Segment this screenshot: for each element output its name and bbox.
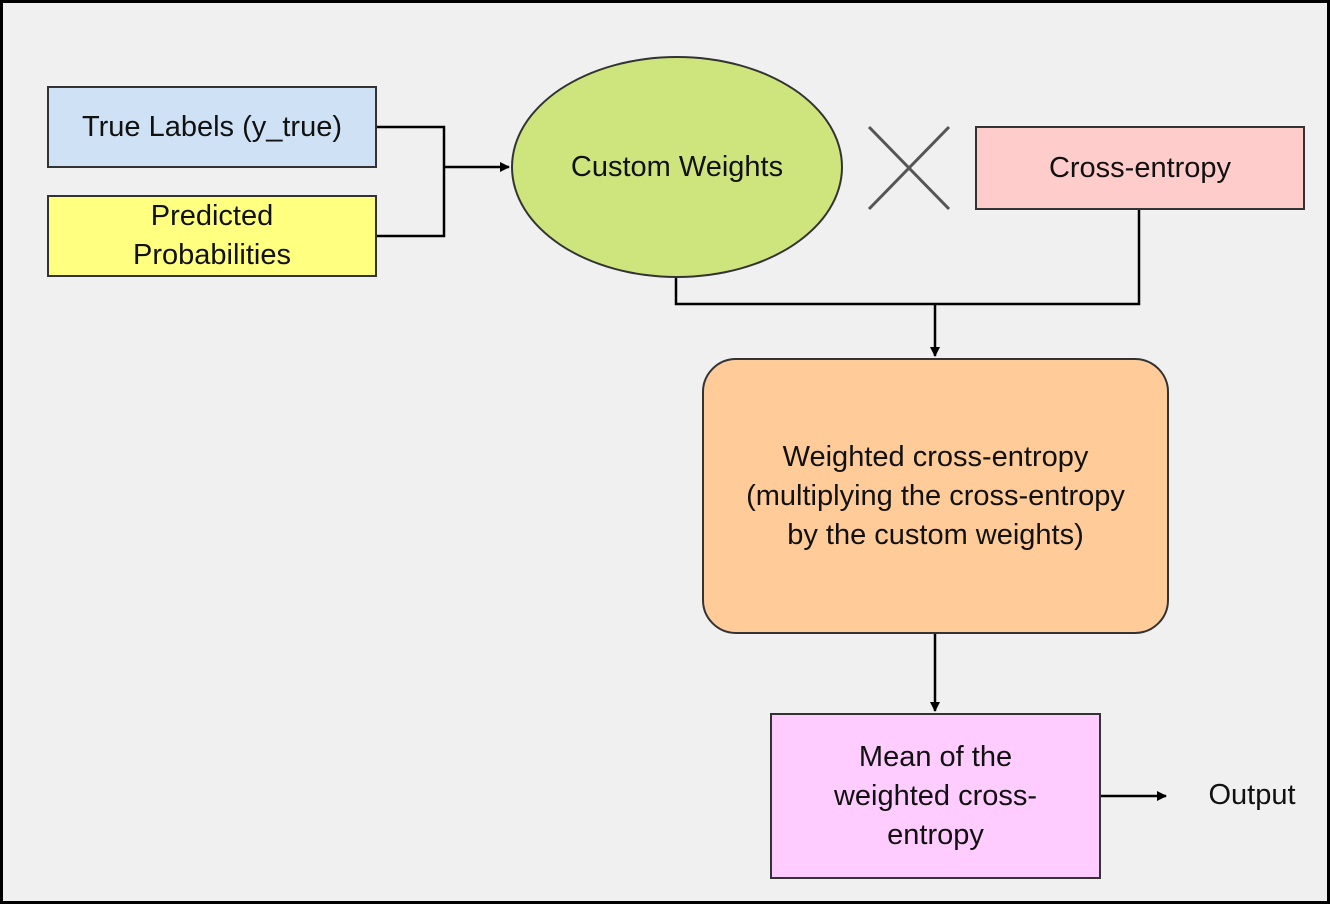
- mean-weighted-box: Mean of the weighted cross-entropy: [770, 713, 1101, 879]
- mean-weighted-text: Mean of the weighted cross-entropy: [833, 740, 1038, 851]
- connector-predicted: [377, 167, 446, 238]
- true-labels-text: True Labels (y_true): [81, 110, 343, 143]
- weighted-cross-entropy-box: Weighted cross-entropy (multiplying the …: [702, 358, 1169, 634]
- cross-entropy-text: Cross-entropy: [1048, 151, 1232, 184]
- connector-true-labels: [377, 125, 446, 167]
- cross-entropy-box: Cross-entropy: [975, 126, 1305, 210]
- predicted-probabilities-text: Predicted Probabilities: [133, 200, 291, 271]
- predicted-probabilities-box: Predicted Probabilities: [47, 195, 377, 277]
- weighted-cross-entropy-text: Weighted cross-entropy (multiplying the …: [746, 440, 1125, 551]
- output-label: Output: [1208, 778, 1296, 811]
- connector-custom-weights-down: [674, 210, 1141, 306]
- true-labels-box: True Labels (y_true): [47, 86, 377, 168]
- custom-weights-ellipse: Custom Weights: [511, 56, 843, 278]
- multiply-icon: [867, 125, 951, 211]
- custom-weights-text: Custom Weights: [570, 150, 784, 183]
- connectors: [377, 125, 1167, 801]
